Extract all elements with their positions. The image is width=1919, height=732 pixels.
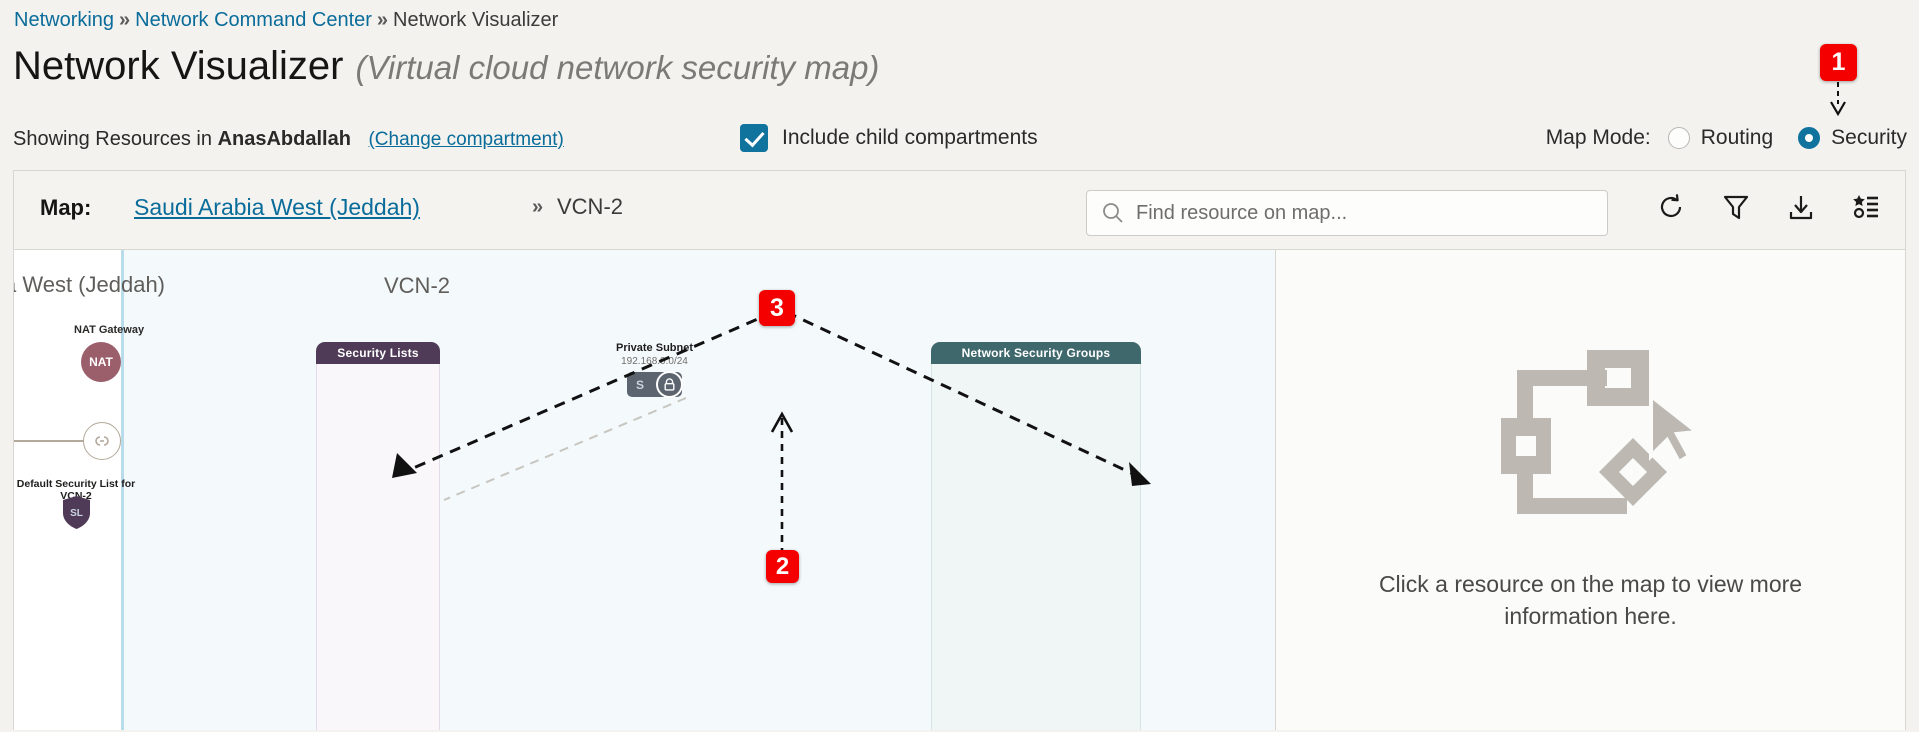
security-lists-group-body <box>316 364 440 730</box>
include-child-compartments-checkbox[interactable] <box>740 124 768 152</box>
include-child-compartments-control[interactable]: Include child compartments <box>740 124 1038 152</box>
private-subnet-label: Private Subnet 192.168.0.0/24 <box>577 342 732 368</box>
annotation-badge-3: 3 <box>759 290 795 326</box>
vcn-name-label: VCN-2 <box>384 273 451 298</box>
breadcrumb-item-networking[interactable]: Networking <box>14 9 115 31</box>
breadcrumb-separator: » <box>119 9 131 31</box>
security-lists-group-title: Security Lists <box>316 342 440 364</box>
private-subnet-badge: S <box>636 377 645 392</box>
network-security-groups-group[interactable]: Network Security Groups <box>931 342 1141 730</box>
breadcrumb-separator: » <box>376 9 389 31</box>
search-icon <box>1103 203 1123 223</box>
filter-icon[interactable] <box>1719 190 1753 224</box>
showing-resources-text: Showing Resources in AnasAbdallah (Chang… <box>13 126 564 153</box>
network-security-groups-title: Network Security Groups <box>931 342 1141 364</box>
search-box[interactable]: Find resource on map... <box>1086 190 1608 236</box>
map-mode-label-security[interactable]: Security <box>1831 126 1907 149</box>
private-subnet-cidr: 192.168.0.0/24 <box>621 356 688 367</box>
map-mode-control: Map Mode: Routing Security <box>1546 126 1907 150</box>
annotation-arrow-1 <box>1830 82 1846 116</box>
map-mode-radio-routing[interactable] <box>1667 127 1690 149</box>
annotation-badge-2: 2 <box>766 550 799 583</box>
controls-row: Showing Resources in AnasAbdallah (Chang… <box>0 118 1919 160</box>
breadcrumb-item-network-command-center[interactable]: Network Command Center <box>135 9 372 31</box>
map-tool-buttons <box>1654 190 1883 224</box>
page-title-row: Network Visualizer (Virtual cloud network… <box>13 42 879 92</box>
link-icon[interactable] <box>83 422 121 460</box>
refresh-icon[interactable] <box>1654 190 1688 224</box>
legend-icon[interactable] <box>1849 190 1883 224</box>
security-lists-group[interactable]: Security Lists <box>316 342 440 730</box>
private-subnet-name: Private Subnet <box>615 342 694 354</box>
region-name-label: a West (Jeddah) <box>14 272 166 297</box>
breadcrumb-item-current: Network Visualizer <box>393 9 559 31</box>
edge-line <box>14 440 86 442</box>
network-graph-placeholder-icon <box>1481 348 1702 528</box>
annotation-arrow-2 <box>770 411 794 553</box>
map-card: Map: Saudi Arabia West (Jeddah) » VCN-2 … <box>13 170 1906 730</box>
compartment-name: AnasAbdallah <box>217 128 351 150</box>
map-breadcrumb-separator: » <box>532 196 544 218</box>
resource-detail-panel: Click a resource on the map to view more… <box>1275 250 1905 730</box>
map-label: Map: <box>40 195 92 220</box>
svg-text:SL: SL <box>70 508 83 519</box>
search-input-placeholder[interactable]: Find resource on map... <box>1136 201 1348 224</box>
map-canvas[interactable]: a West (Jeddah) VCN-2 NAT Gateway NAT Se… <box>14 250 1905 730</box>
map-vcn-name: VCN-2 <box>557 194 624 219</box>
showing-prefix: Showing Resources in <box>13 128 212 150</box>
map-region-link[interactable]: Saudi Arabia West (Jeddah) <box>134 194 420 220</box>
breadcrumb: Networking»Network Command Center»Networ… <box>14 7 558 33</box>
security-list-node[interactable]: SL <box>63 496 90 534</box>
network-security-groups-body <box>931 364 1141 730</box>
include-child-compartments-label: Include child compartments <box>782 126 1038 149</box>
download-icon[interactable] <box>1784 190 1818 224</box>
page-title: Network Visualizer <box>13 44 344 88</box>
private-subnet-node[interactable]: S <box>627 371 683 398</box>
map-mode-label-routing[interactable]: Routing <box>1700 126 1774 149</box>
map-mode-radio-security[interactable] <box>1798 127 1821 149</box>
page-subtitle: (Virtual cloud network security map) <box>355 49 880 86</box>
lock-icon <box>656 371 683 398</box>
resource-detail-empty-text: Click a resource on the map to view more… <box>1378 571 1803 629</box>
annotation-badge-1: 1 <box>1820 44 1857 81</box>
map-mode-label: Map Mode: <box>1545 126 1651 149</box>
nat-gateway-label: NAT Gateway <box>74 324 145 336</box>
change-compartment-link[interactable]: (Change compartment) <box>368 129 564 150</box>
map-toolbar: Map: Saudi Arabia West (Jeddah) » VCN-2 … <box>14 171 1905 250</box>
nat-gateway-node[interactable]: NAT <box>81 342 121 382</box>
